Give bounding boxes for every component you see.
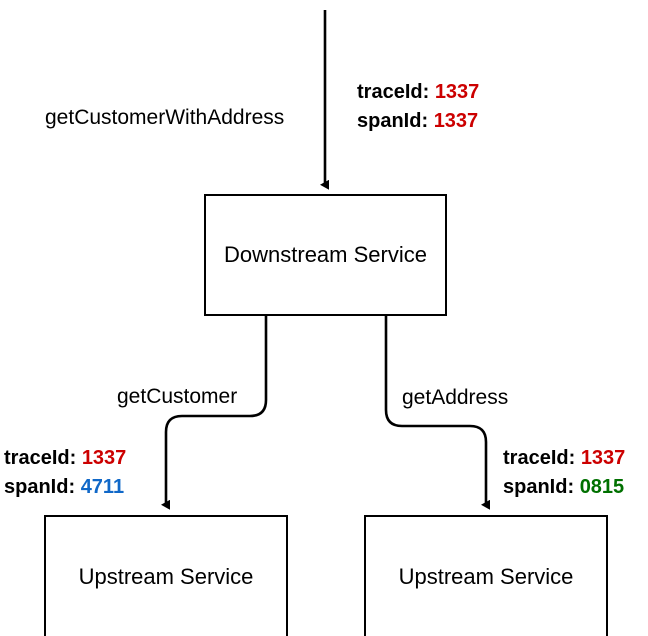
annotation-right-span-value: 0815 — [579, 476, 625, 498]
annotation-right-trace-line: traceId: 1337 — [503, 444, 625, 473]
annotation-root-trace-line: traceId: 1337 — [357, 78, 479, 107]
annotation-left-span-line: spanId: 4711 — [4, 473, 126, 502]
edge-label-getaddress: getAddress — [399, 386, 512, 411]
annotation-left-trace-key: traceId: — [4, 447, 77, 469]
edge-label-getcustomer: getCustomer — [114, 385, 241, 410]
annotation-left-trace-value: 1337 — [81, 447, 127, 469]
annotation-root-span-value: 1337 — [433, 110, 479, 132]
annotation-root-span-line: spanId: 1337 — [357, 107, 479, 136]
annotation-left-span-value: 4711 — [80, 476, 125, 498]
node-upstream-service-left[interactable]: Upstream Service — [44, 515, 288, 636]
node-upstream-service-right-label: Upstream Service — [398, 563, 574, 589]
annotation-root-span-key: spanId: — [357, 110, 429, 132]
node-downstream-service-label: Downstream Service — [224, 241, 427, 267]
node-upstream-service-left-label: Upstream Service — [78, 563, 254, 589]
annotation-left-span-key: spanId: — [4, 476, 76, 498]
annotation-right-span-line: spanId: 0815 — [503, 473, 625, 502]
annotation-right-trace-key: traceId: — [503, 447, 576, 469]
annotation-root-trace-key: traceId: — [357, 81, 430, 103]
edge-label-root: getCustomerWithAddress — [42, 106, 288, 131]
connector-getaddress — [384, 316, 490, 510]
annotation-left-span: traceId: 1337 spanId: 4711 — [4, 444, 126, 502]
node-downstream-service[interactable]: Downstream Service — [204, 194, 447, 316]
annotation-left-trace-line: traceId: 1337 — [4, 444, 126, 473]
annotation-root-trace-value: 1337 — [434, 81, 480, 103]
node-upstream-service-right[interactable]: Upstream Service — [364, 515, 608, 636]
annotation-right-span-key: spanId: — [503, 476, 575, 498]
annotation-right-span: traceId: 1337 spanId: 0815 — [503, 444, 625, 502]
connector-getcustomer — [161, 316, 268, 510]
annotation-right-trace-value: 1337 — [580, 447, 626, 469]
annotation-root-span: traceId: 1337 spanId: 1337 — [357, 78, 479, 136]
